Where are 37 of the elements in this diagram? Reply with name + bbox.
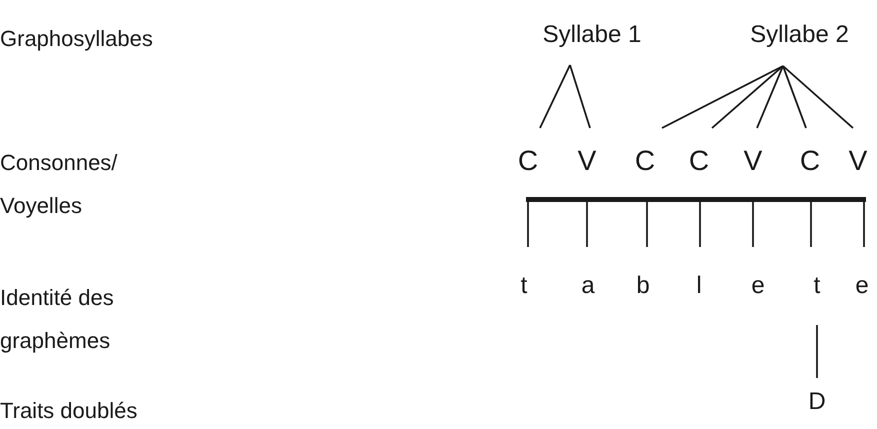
node-text: V [744,144,762,178]
node-text: b [636,271,650,301]
connector-line [752,202,754,247]
node-text: D [808,387,826,417]
connector-line [699,202,701,247]
node-text: C [634,144,656,178]
horizontal-bar [526,197,866,202]
node-text: C [518,144,538,178]
tier-label: Traits doublés [0,397,138,425]
connector-line [539,64,571,128]
tier-label: Identité des graphèmes [0,284,115,355]
node-text: V [848,144,868,178]
connector-line [782,66,807,128]
node-text: C [800,144,820,178]
connector-line [711,65,784,129]
connector-line [527,202,529,247]
node-text: t [814,271,820,301]
connector-line [816,325,818,378]
node-text: C [688,144,710,178]
connector-line [782,65,854,129]
connector-line [756,66,784,128]
connector-line [586,202,588,247]
connector-line [863,202,865,247]
node-text: l [696,271,702,301]
tier-label: Consonnes/ Voyelles [0,149,118,220]
node-text: a [581,271,595,301]
tier-label: Graphosyllabes [0,25,154,53]
node-text: Syllabe 2 [750,20,849,50]
connector-line [569,64,591,128]
connector-line [646,202,648,247]
connector-line [810,202,812,247]
node-text: e [751,271,765,301]
node-text: e [855,271,869,301]
connector-line [662,65,784,129]
node-text: V [578,144,596,178]
node-text: t [520,271,528,301]
node-text: Syllabe 1 [542,20,642,50]
